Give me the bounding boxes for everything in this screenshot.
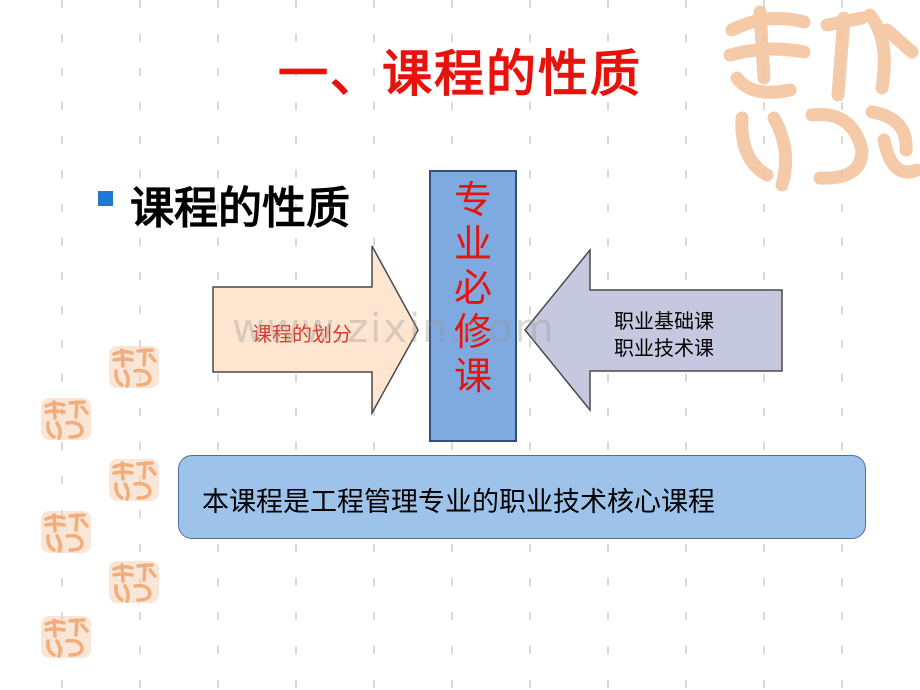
seal-icon — [41, 616, 91, 658]
left-arrow-shape — [212, 245, 419, 416]
left-arrow-label: 课程的划分 — [252, 322, 352, 346]
watermark: www.zixin.com — [232, 306, 556, 352]
right-arrow-label: 职业基础课 职业技术课 — [614, 308, 714, 362]
center-char: 业 — [453, 222, 492, 266]
seal-icon — [41, 511, 91, 553]
summary-text: 本课程是工程管理专业的职业技术核心课程 — [202, 487, 715, 518]
seal-icon — [109, 459, 159, 501]
center-char: 必 — [453, 266, 492, 310]
center-char: 专 — [453, 178, 492, 222]
seal-icon — [109, 561, 159, 603]
bullet-heading: 课程的性质 — [130, 183, 350, 234]
right-arrow-line: 职业技术课 — [614, 336, 714, 360]
square-bullet-icon — [98, 191, 113, 206]
slide-title: 一、课程的性质 — [278, 45, 642, 103]
summary-box — [178, 455, 866, 539]
seal-large-icon — [723, 5, 920, 192]
seal-icon — [109, 346, 159, 388]
right-arrow-line: 职业基础课 — [614, 309, 714, 333]
center-char: 课 — [453, 354, 492, 398]
right-arrow-shape — [524, 247, 783, 413]
center-box — [429, 170, 517, 442]
center-box-text: 专 业 必 修 课 — [429, 178, 517, 398]
seal-icon — [41, 398, 91, 440]
center-char: 修 — [453, 310, 492, 354]
